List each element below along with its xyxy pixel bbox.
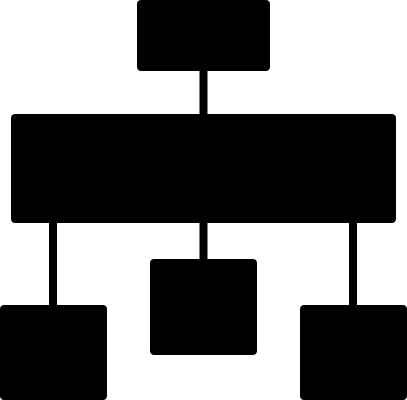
top-node xyxy=(137,0,270,71)
child-node-right xyxy=(300,305,407,400)
child-node-left xyxy=(0,305,107,400)
main-node xyxy=(11,114,396,223)
child-node-middle xyxy=(150,259,257,355)
